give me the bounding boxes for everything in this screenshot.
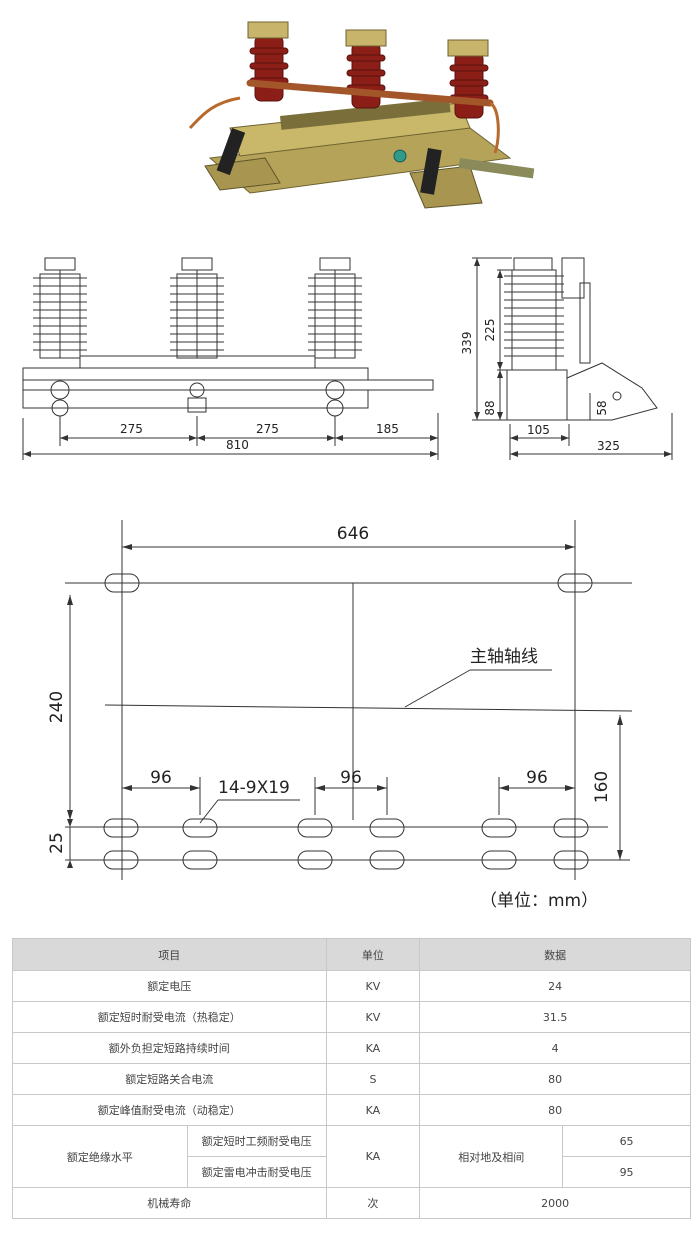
dim-side-339: 339: [460, 332, 474, 355]
insulation-item: 额定绝缘水平: [12, 1125, 188, 1188]
side-elevation-drawing: 339 225 88 58 105 325: [460, 257, 673, 460]
table-row: 额定峰值耐受电流（动稳定） KA 80: [12, 1094, 691, 1126]
main-axis-label: 主轴轴线: [470, 647, 538, 667]
unit-note: （单位：mm）: [480, 891, 598, 911]
dim-plan-96a: 96: [150, 768, 172, 788]
row-value: 24: [419, 970, 691, 1002]
insulator-right: [308, 257, 362, 359]
dim-front-810: 810: [226, 438, 249, 452]
row-item: 额定峰值耐受电流（动稳定）: [12, 1094, 327, 1126]
dim-side-105: 105: [527, 423, 550, 437]
dim-front-275b: 275: [256, 422, 279, 436]
front-elevation-drawing: 275 275 185 810: [22, 257, 439, 460]
table-row: 额定电压 KV 24: [12, 970, 691, 1002]
table-row: 额外负担定短路持续时间 KA 4: [12, 1032, 691, 1064]
row-unit: KA: [325, 1032, 421, 1064]
row-value: 31.5: [419, 1001, 691, 1033]
row-unit: KV: [325, 1001, 421, 1033]
row-value: 80: [419, 1094, 691, 1126]
table-row: 额定短路关合电流 S 80: [12, 1063, 691, 1095]
dim-side-325: 325: [597, 439, 620, 453]
insulation-value-2: 95: [562, 1156, 691, 1188]
dim-plan-160: 160: [592, 771, 612, 803]
header-value: 数据: [419, 938, 691, 971]
row-unit: KA: [325, 1094, 421, 1126]
dim-plan-646: 646: [337, 524, 369, 544]
row-unit: 次: [325, 1187, 421, 1219]
hole-spec-label: 14-9X19: [218, 778, 290, 798]
row-unit: KV: [325, 970, 421, 1002]
mounting-hole-plan: 646 主轴轴线 240 96 14-9X19 96 96 160 25 （单位…: [47, 520, 633, 911]
dim-front-275a: 275: [120, 422, 143, 436]
row-item: 额外负担定短路持续时间: [12, 1032, 327, 1064]
table-header-row: 项目 单位 数据: [12, 938, 691, 971]
product-photo: [188, 21, 535, 209]
table-row-insulation: 额定绝缘水平 额定短时工频耐受电压 KA 相对地及相间 65: [12, 1125, 691, 1188]
insulation-unit: KA: [325, 1125, 421, 1188]
dim-side-225: 225: [483, 319, 497, 342]
row-value: 80: [419, 1063, 691, 1095]
header-unit: 单位: [325, 938, 421, 971]
spec-table: 项目 单位 数据 额定电压 KV 24 额定短时耐受电流（热稳定） KV 31.…: [12, 938, 691, 1219]
dim-plan-96b: 96: [340, 768, 362, 788]
row-item: 额定短路关合电流: [12, 1063, 327, 1095]
insulation-sub2: 额定雷电冲击耐受电压: [186, 1156, 327, 1188]
insulation-group: 相对地及相间: [419, 1125, 564, 1188]
insulation-sub1: 额定短时工频耐受电压: [186, 1125, 327, 1157]
table-row: 机械寿命 次 2000: [12, 1187, 691, 1219]
row-unit: S: [325, 1063, 421, 1095]
insulation-value-1: 65: [562, 1125, 691, 1157]
insulator-left: [33, 257, 87, 359]
row-item: 额定短时耐受电流（热稳定）: [12, 1001, 327, 1033]
row-value: 2000: [419, 1187, 691, 1219]
dim-side-88: 88: [483, 400, 497, 415]
dim-plan-25: 25: [47, 832, 67, 854]
table-row: 额定短时耐受电流（热稳定） KV 31.5: [12, 1001, 691, 1033]
table-row-insulation-2: 额定雷电冲击耐受电压 95: [13, 1156, 691, 1188]
row-item: 机械寿命: [12, 1187, 327, 1219]
row-value: 4: [419, 1032, 691, 1064]
dim-side-58: 58: [595, 400, 609, 415]
dim-plan-240: 240: [47, 691, 67, 723]
row-item: 额定电压: [12, 970, 327, 1002]
insulator-middle: [170, 257, 224, 359]
dim-front-185: 185: [376, 422, 399, 436]
header-item: 项目: [12, 938, 327, 971]
dim-plan-96c: 96: [526, 768, 548, 788]
